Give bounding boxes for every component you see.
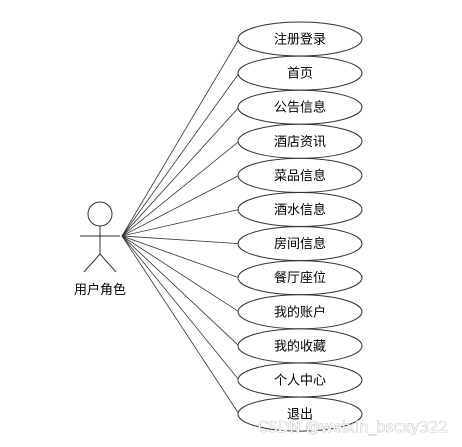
use-case: 公告信息 <box>237 89 363 125</box>
association-line <box>121 72 240 237</box>
use-case: 房间信息 <box>237 226 363 262</box>
use-case: 酒水信息 <box>237 192 363 227</box>
actor-label: 用户角色 <box>74 282 126 298</box>
association-line <box>121 209 240 237</box>
use-case: 我的账户 <box>237 294 363 330</box>
association-line <box>121 175 240 237</box>
use-case-label: 退出 <box>287 408 313 423</box>
use-case-label: 房间信息 <box>274 236 326 252</box>
use-case-label: 餐厅座位 <box>274 270 326 286</box>
association-line <box>121 140 240 237</box>
use-case-label: 我的收藏 <box>274 338 326 354</box>
association-line <box>121 235 240 381</box>
use-case: 餐厅座位 <box>237 260 363 296</box>
association-line <box>121 106 240 237</box>
use-case-label: 个人中心 <box>274 374 326 389</box>
watermark: CSDN @weixin_bscxy322 <box>258 418 448 437</box>
actor-head <box>87 201 113 227</box>
use-case-label: 公告信息 <box>274 100 326 116</box>
use-case-label: 我的账户 <box>274 304 326 320</box>
use-case: 我的收藏 <box>237 328 363 364</box>
association-lines <box>121 38 240 415</box>
actor-right-leg <box>99 253 117 273</box>
use-case: 酒店资讯 <box>237 123 363 159</box>
use-case: 菜品信息 <box>237 157 363 193</box>
actor: 用户角色 <box>74 201 126 298</box>
use-case-label: 酒店资讯 <box>274 135 326 150</box>
use-case-label: 首页 <box>287 67 313 82</box>
association-line <box>121 235 240 415</box>
association-line <box>121 38 240 237</box>
use-case-label: 注册登录 <box>274 33 326 48</box>
association-line <box>121 235 240 313</box>
use-case-label: 菜品信息 <box>274 168 326 184</box>
use-case-list: 注册登录首页公告信息酒店资讯菜品信息酒水信息房间信息餐厅座位我的账户我的收藏个人… <box>237 21 363 432</box>
use-case: 注册登录 <box>237 21 363 57</box>
use-case-label: 酒水信息 <box>274 202 326 218</box>
actor-left-leg <box>83 253 101 273</box>
use-case: 退出 <box>237 396 363 432</box>
association-line <box>121 235 240 347</box>
use-case: 个人中心 <box>237 362 363 398</box>
association-line <box>121 235 240 279</box>
use-case-ellipse <box>237 396 363 432</box>
association-line <box>121 235 240 244</box>
use-case: 首页 <box>237 55 363 91</box>
